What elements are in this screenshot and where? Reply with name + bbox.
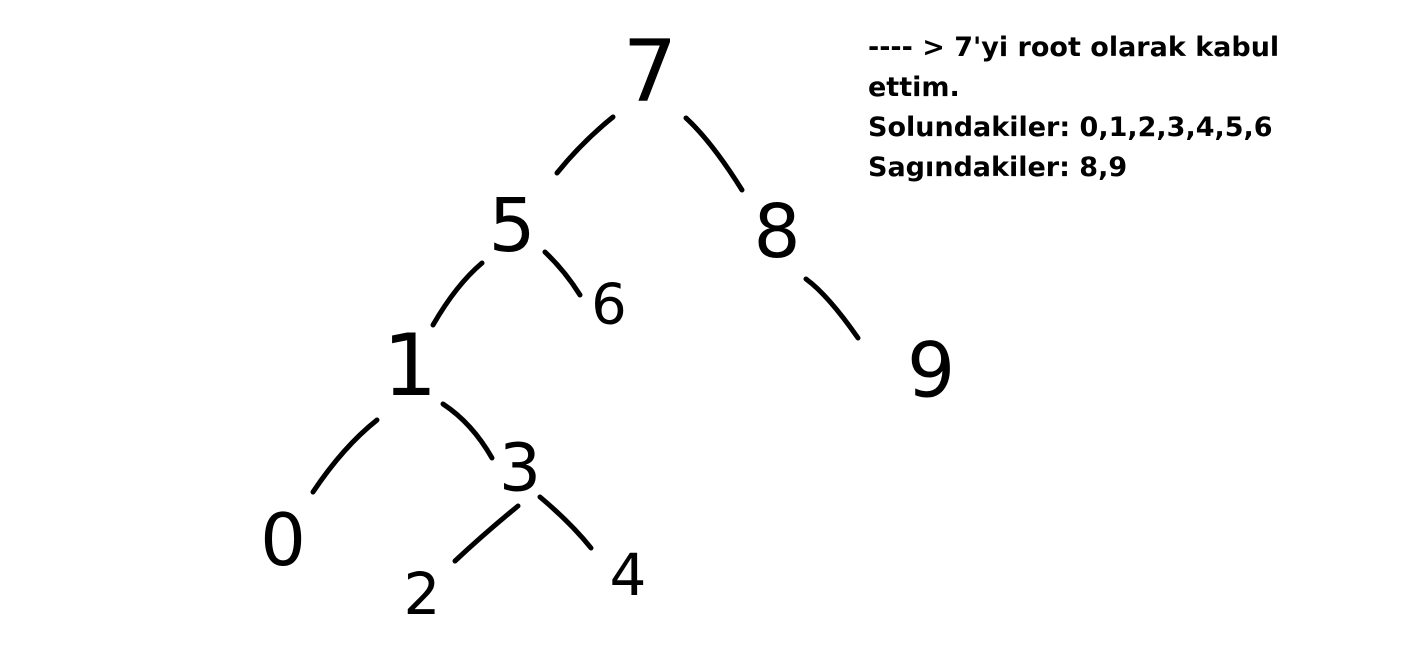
node-5: 5	[488, 183, 535, 269]
node-3: 3	[499, 430, 541, 507]
node-7: 7	[623, 22, 678, 122]
edge-7-to-5	[554, 114, 616, 176]
edge-1-to-0	[310, 417, 380, 495]
edge-8-to-9	[803, 276, 861, 341]
edge-7-to-8	[683, 115, 745, 193]
edge-1-to-3	[440, 401, 495, 461]
tree-edges	[310, 114, 861, 564]
node-6: 6	[591, 273, 627, 338]
tree-nodes: 7 5 8 1 6 9 0 32 4	[260, 22, 955, 628]
note-line-right-subtree: Sagındakiler: 8,9	[868, 152, 1128, 183]
note-line-left-subtree: Solundakiler: 0,1,2,3,4,5,6	[868, 112, 1273, 143]
node-0: 0	[260, 498, 306, 582]
edge-5-to-6	[542, 249, 583, 298]
node-8: 8	[753, 189, 800, 275]
node-9: 9	[907, 326, 955, 415]
node-1: 1	[383, 316, 438, 416]
edge-5-to-1	[430, 260, 485, 328]
edge-3-to-2	[452, 503, 521, 564]
node-4: 4	[610, 541, 647, 609]
note-line-root: ---- > 7'yi root olarak kabul	[868, 32, 1280, 63]
edge-3-to-4	[537, 494, 594, 551]
note-line-root-cont: ettim.	[868, 72, 960, 103]
explanation-note: ---- > 7'yi root olarak kabul ettim. Sol…	[868, 28, 1408, 188]
node-2: 2	[404, 560, 441, 628]
